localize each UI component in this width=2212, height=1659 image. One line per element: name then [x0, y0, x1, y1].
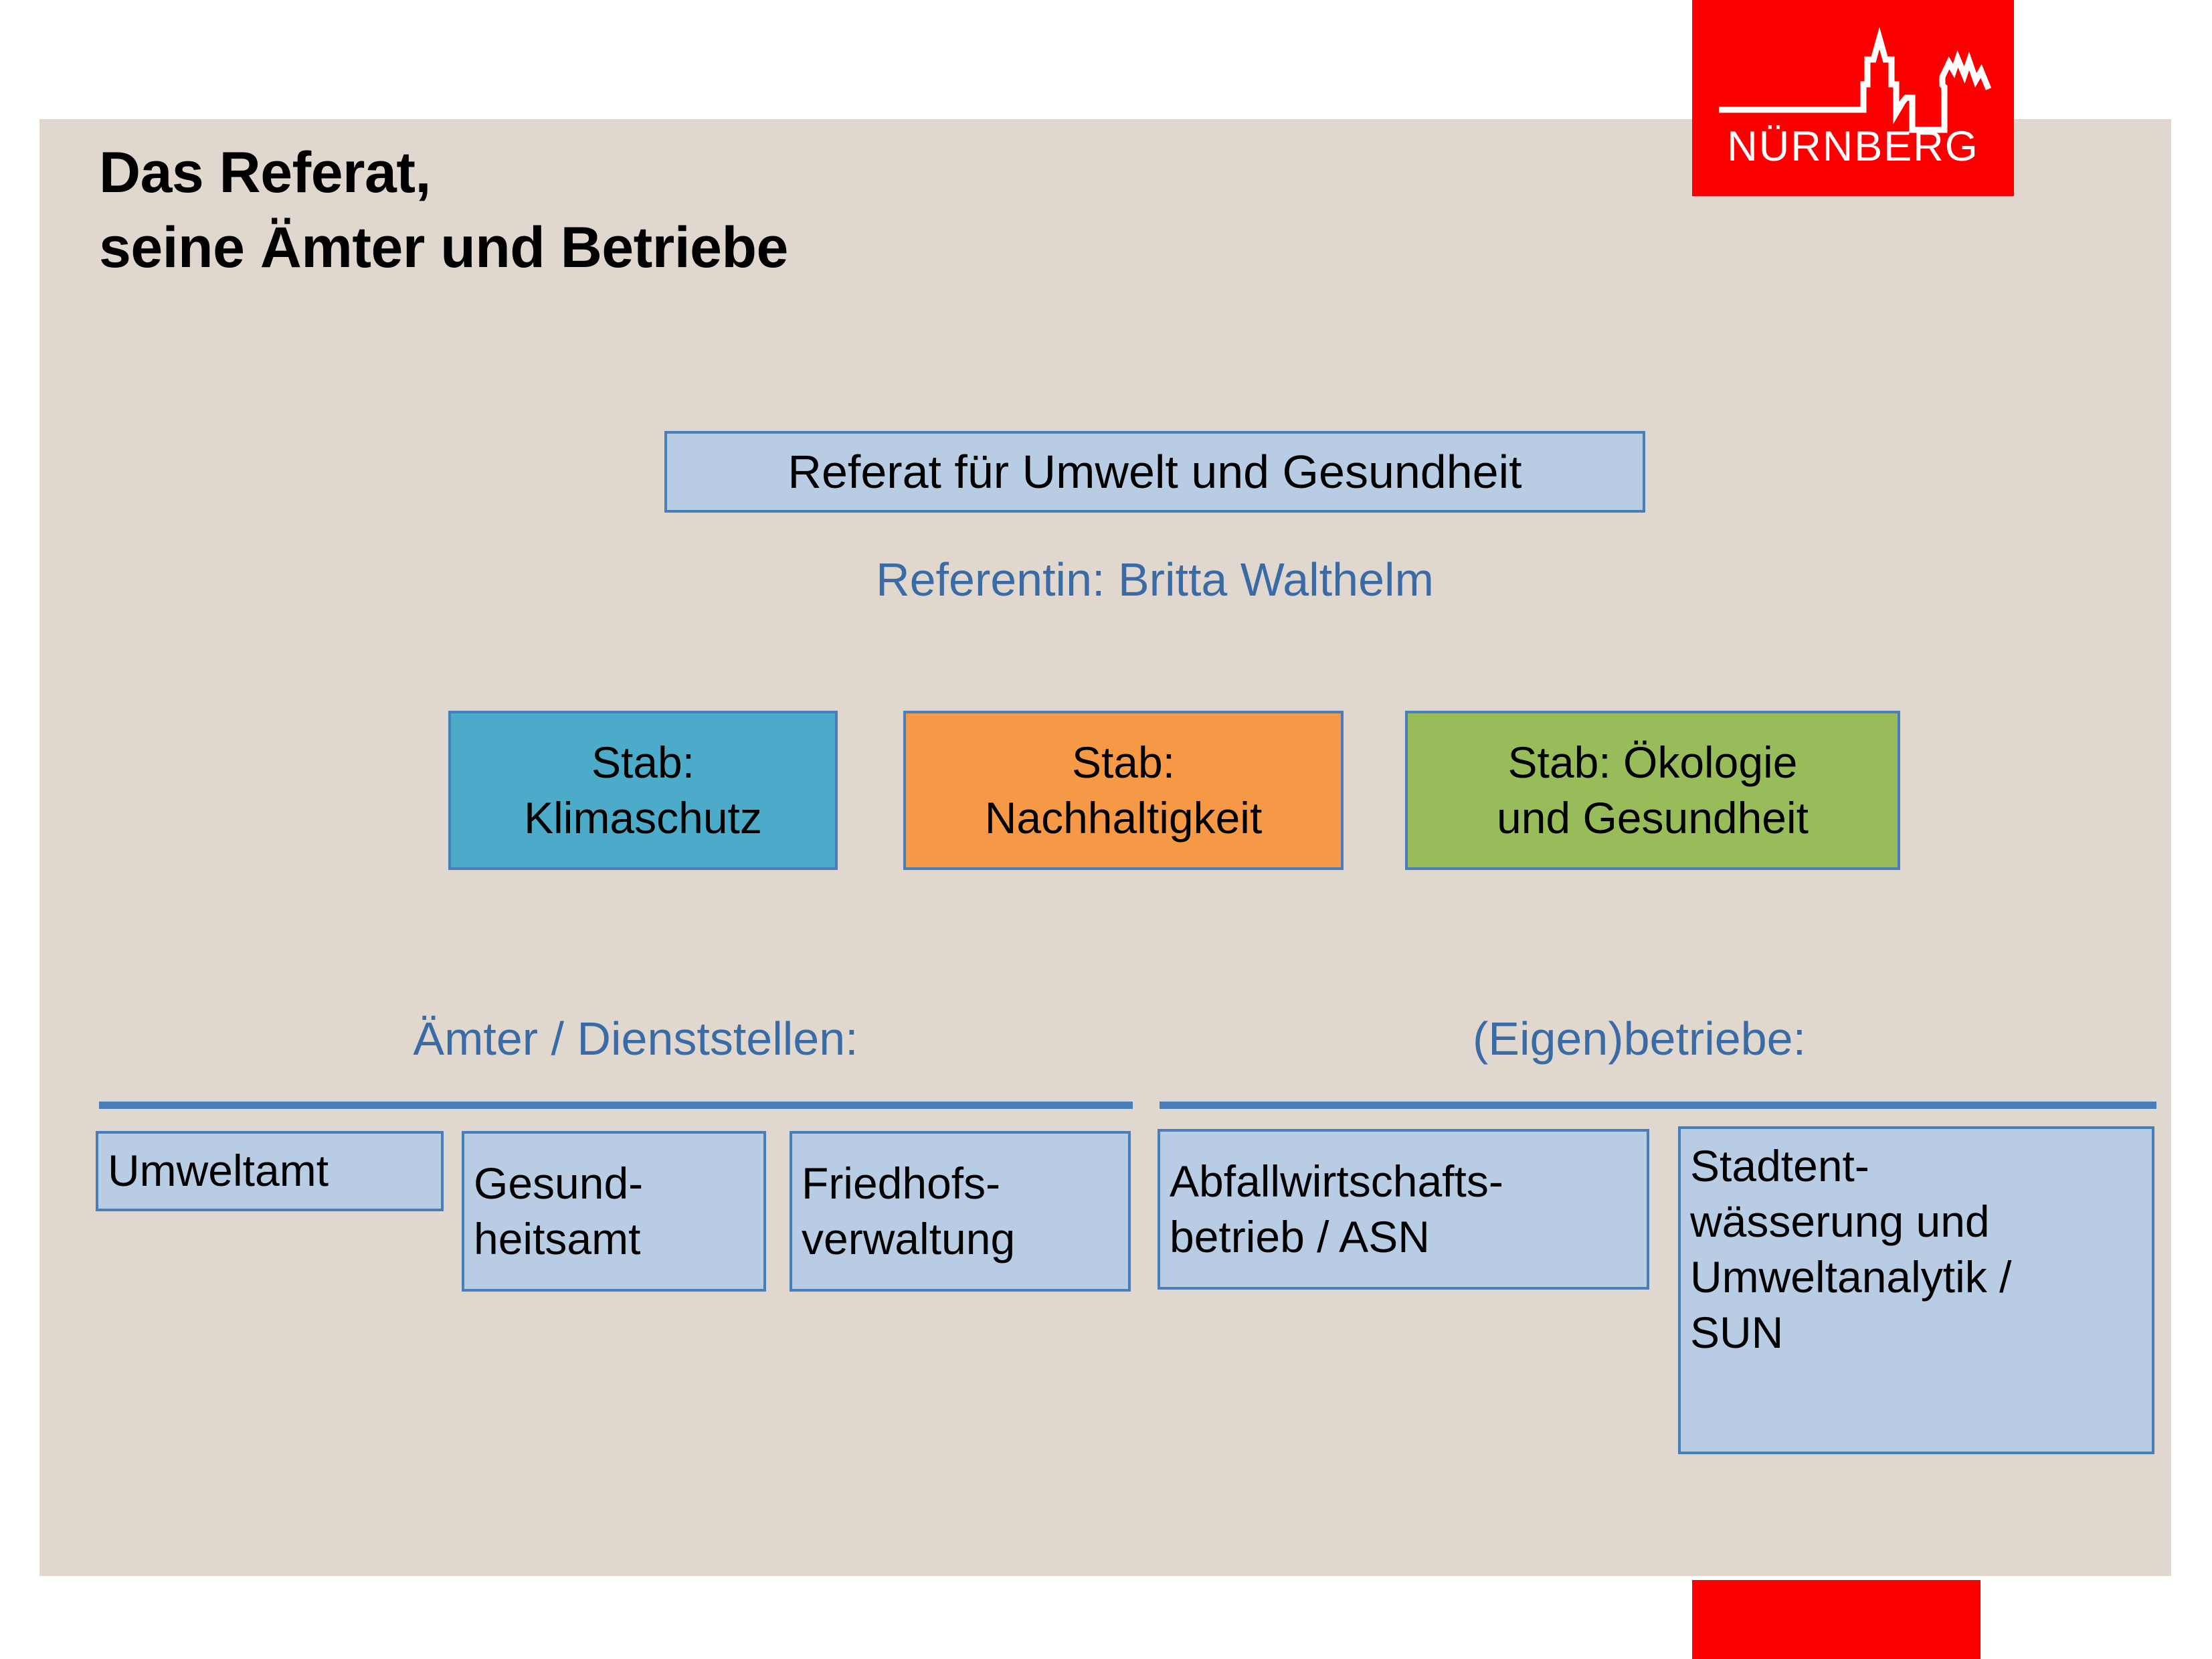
org-box-referat[interactable]: Referat für Umwelt und Gesundheit	[664, 431, 1645, 513]
org-box-stadtentwaesserung-sun[interactable]: Stadtent- wässerung und Umweltanalytik /…	[1678, 1126, 2154, 1454]
org-box-friedhofsverwaltung[interactable]: Friedhofs- verwaltung	[790, 1131, 1131, 1292]
org-box-stab-klimaschutz[interactable]: Stab: Klimaschutz	[448, 711, 838, 870]
group-divider-betriebe	[1160, 1102, 2156, 1109]
org-box-gesundheitsamt-label: Gesund- heitsamt	[474, 1158, 644, 1263]
group-heading-betriebe: (Eigen)betriebe:	[1472, 1013, 1807, 1065]
org-box-stadtentwaesserung-sun-label: Stadtent- wässerung und Umweltanalytik /…	[1690, 1141, 2012, 1358]
page-title: Das Referat, seine Ämter und Betriebe	[99, 136, 1437, 286]
org-box-referat-label: Referat für Umwelt und Gesundheit	[788, 445, 1522, 498]
org-box-umweltamt-label: Umweltamt	[108, 1146, 329, 1196]
page-title-line-2: seine Ämter und Betriebe	[99, 215, 788, 280]
page-title-line-1: Das Referat,	[99, 141, 431, 205]
nuernberg-skyline-icon	[1719, 27, 1992, 133]
org-box-abfallwirtschaftsbetrieb-asn[interactable]: Abfallwirtschafts- betrieb / ASN	[1158, 1129, 1649, 1290]
org-box-stab-nachhaltigkeit-label: Stab: Nachhaltigkeit	[984, 737, 1263, 843]
org-box-stab-oekologie-gesundheit[interactable]: Stab: Ökologie und Gesundheit	[1405, 711, 1900, 870]
org-box-stab-oekologie-gesundheit-label: Stab: Ökologie und Gesundheit	[1496, 737, 1809, 843]
org-box-stab-nachhaltigkeit[interactable]: Stab: Nachhaltigkeit	[903, 711, 1344, 870]
org-box-umweltamt[interactable]: Umweltamt	[96, 1131, 444, 1211]
referentin-label: Referentin: Britta Walthelm	[876, 553, 1434, 606]
org-box-stab-klimaschutz-label: Stab: Klimaschutz	[524, 737, 762, 843]
group-heading-aemter: Ämter / Dienststellen:	[413, 1013, 858, 1065]
logo-accent-bottom	[1692, 1580, 1980, 1659]
logo-wordmark: NÜRNBERG	[1727, 123, 1979, 170]
org-box-abfallwirtschaftsbetrieb-asn-label: Abfallwirtschafts- betrieb / ASN	[1170, 1156, 1503, 1261]
nuernberg-logo: NÜRNBERG	[1692, 0, 2014, 196]
org-box-friedhofsverwaltung-label: Friedhofs- verwaltung	[802, 1158, 1016, 1263]
org-box-gesundheitsamt[interactable]: Gesund- heitsamt	[462, 1131, 766, 1292]
group-divider-aemter	[99, 1102, 1133, 1109]
